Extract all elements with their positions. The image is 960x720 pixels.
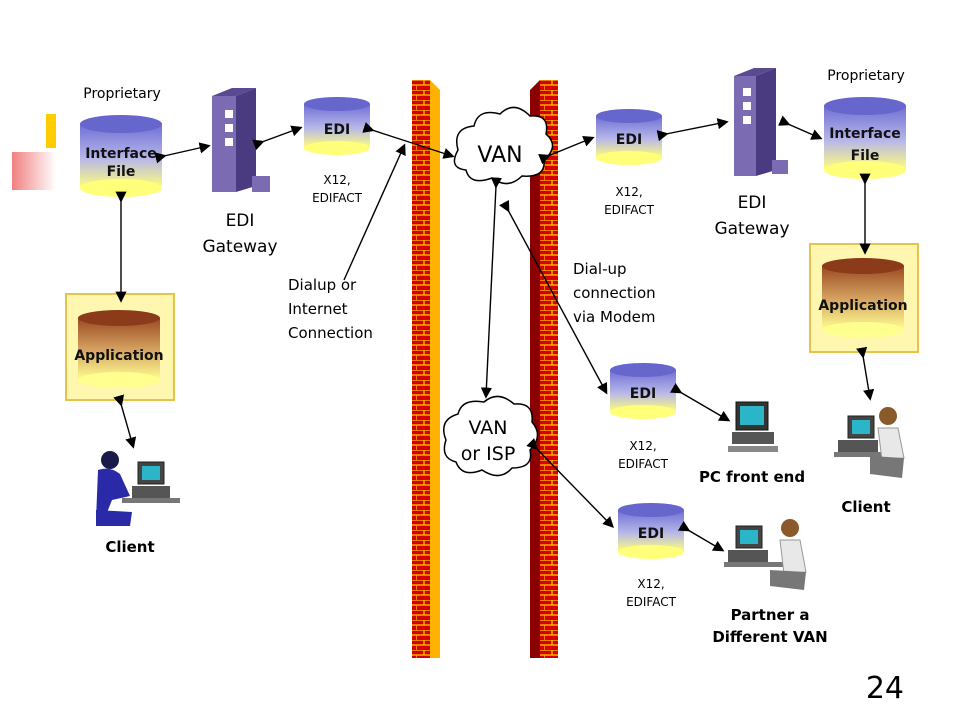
edifact-label-top-left: EDIFACT — [312, 191, 363, 205]
client-label-right: Client — [841, 498, 890, 516]
x12-label-partner: X12, — [637, 577, 664, 591]
x12-label-top-right: X12, — [615, 185, 642, 199]
arrow-van-edi-right — [538, 135, 595, 165]
edi-gateway-left — [212, 88, 270, 192]
edifact-label-partner: EDIFACT — [626, 595, 677, 609]
x12-label-pc: X12, — [629, 439, 656, 453]
client-workstation-left — [96, 451, 180, 526]
partner-workstation — [724, 519, 807, 590]
client-workstation-right — [834, 407, 905, 478]
arrow-application-client-right — [856, 346, 875, 401]
arrow-gateway-edi-left — [252, 125, 303, 151]
edifact-label-pc: EDIFACT — [618, 457, 669, 471]
dialup-label-2: Internet — [288, 300, 348, 318]
arrow-gateway-interface-right — [778, 115, 823, 140]
application-label-left: Application — [74, 348, 163, 364]
interface-label-left: Interface — [85, 146, 157, 162]
arrow-van-edi-pc — [499, 199, 608, 395]
arrow-edi-partner-workstation — [677, 520, 725, 552]
interface-label-right: Interface — [829, 126, 901, 142]
arrow-dialup — [343, 143, 406, 281]
arrow-edi-gateway-right — [656, 118, 729, 142]
edifact-label-top-right: EDIFACT — [604, 203, 655, 217]
edi-db-top-left: EDI — [304, 97, 370, 155]
partner-label-1: Partner a — [731, 606, 810, 624]
gateway-label-left-1: EDI — [226, 211, 255, 231]
pc-front-end-label: PC front end — [699, 468, 805, 486]
edi-db-partner: EDI — [618, 503, 684, 559]
arrow-vanisp-edi-partner — [526, 438, 614, 529]
dialup-label-3: Connection — [288, 324, 373, 342]
arrow-van-vanisp — [480, 177, 502, 399]
van-isp-label-2: or ISP — [461, 443, 516, 465]
application-box-left: Application — [65, 293, 175, 401]
dialup-label-1: Dialup or — [288, 276, 357, 294]
gateway-label-right-1: EDI — [738, 193, 767, 213]
slide-accent-yellow — [46, 114, 56, 148]
interface-file-db-right: Interface File — [824, 97, 906, 179]
file-label-left: File — [107, 164, 136, 180]
gateway-label-left-2: Gateway — [202, 237, 277, 257]
proprietary-label-right: Proprietary — [827, 68, 904, 84]
client-label-left: Client — [105, 538, 154, 556]
edi-label-partner: EDI — [638, 526, 664, 542]
connectors — [113, 115, 875, 552]
file-label-right: File — [851, 148, 880, 164]
arrow-interface-gateway-left — [154, 142, 211, 164]
arrow-edi-van-left — [362, 122, 455, 159]
van-isp-label-1: VAN — [469, 417, 508, 439]
edi-label-pc: EDI — [630, 386, 656, 402]
arrow-edi-pc-computer — [669, 382, 731, 422]
dialup-modem-label-2: connection — [573, 284, 656, 302]
edi-db-top-right: EDI — [596, 109, 662, 165]
pc-front-end-computer — [728, 401, 778, 452]
edi-db-pc: EDI — [610, 363, 676, 419]
dialup-modem-label-3: via Modem — [573, 308, 656, 326]
edi-gateway-right — [734, 68, 788, 176]
van-isp-cloud: VAN or ISP — [443, 395, 539, 477]
gateway-label-right-2: Gateway — [714, 219, 789, 239]
partner-label-2: Different VAN — [712, 628, 827, 646]
edi-label-top-right: EDI — [616, 132, 642, 148]
application-box-right: Application — [809, 243, 919, 353]
arrow-application-client-left — [113, 394, 137, 449]
interface-file-db-left: Interface File — [80, 115, 162, 197]
slide-number: 24 — [865, 671, 904, 706]
proprietary-label-left: Proprietary — [83, 86, 160, 102]
application-label-right: Application — [818, 298, 907, 314]
slide-accent-red — [12, 152, 56, 190]
firewall-left — [412, 80, 440, 658]
dialup-modem-label-1: Dial-up — [573, 260, 627, 278]
edi-label-top-left: EDI — [324, 122, 350, 138]
van-cloud: VAN — [453, 106, 554, 185]
x12-label-top-left: X12, — [323, 173, 350, 187]
van-label: VAN — [477, 143, 522, 168]
